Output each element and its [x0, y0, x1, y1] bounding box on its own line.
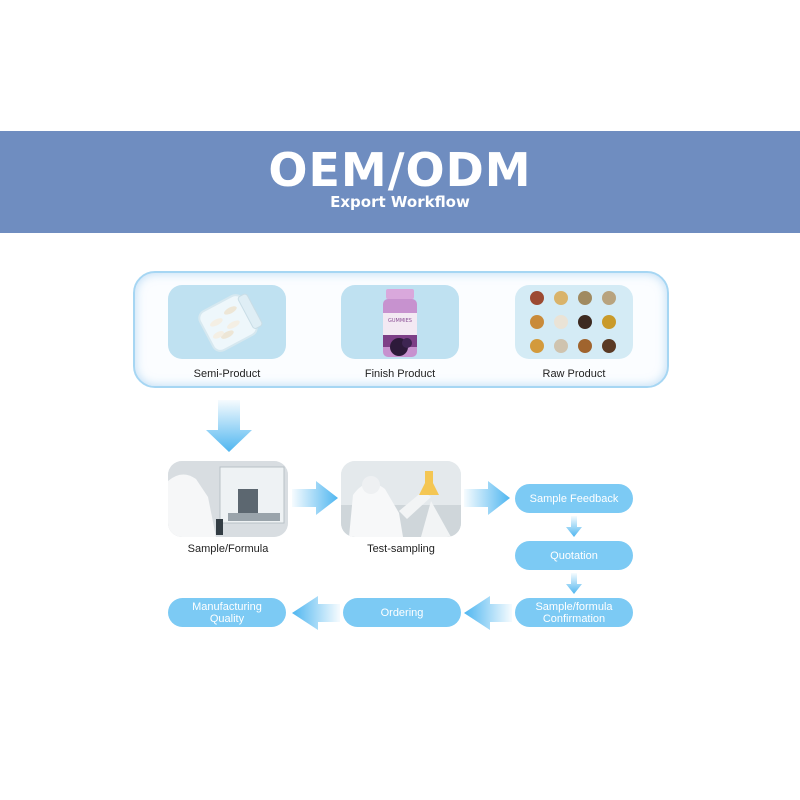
step-manufacturing-quality: Manufacturing Quality	[168, 598, 286, 627]
header-banner: OEM/ODM Export Workflow	[0, 131, 800, 233]
step-manufacturing-label-line2: Quality	[209, 612, 245, 625]
arrow-right-test-to-feedback	[464, 481, 510, 515]
arrow-down-feedback-to-quotation	[566, 516, 582, 537]
powder-bowls-icon	[530, 291, 616, 353]
step-quotation-label: Quotation	[550, 549, 598, 562]
step-confirmation-label-line2: Confirmation	[542, 612, 606, 625]
caption-sample-formula: Sample/Formula	[187, 543, 269, 555]
finish-product-thumbnail: GUMMIES	[341, 285, 459, 359]
gummy-bottle-label: GUMMIES	[388, 318, 412, 324]
arrow-left-ordering-to-manufacturing	[292, 596, 340, 630]
product-types-panel: Semi-Product GUMMIES Finish Product	[133, 271, 669, 388]
step-manufacturing-label-line1: Manufacturing	[192, 600, 262, 613]
test-sampling-photo	[341, 461, 461, 537]
caption-test-sampling: Test-sampling	[367, 543, 435, 555]
step-sample-feedback: Sample Feedback	[515, 484, 633, 513]
raw-product-thumbnail	[515, 285, 633, 359]
step-confirmation-label-line1: Sample/formula	[535, 600, 613, 613]
page-title: OEM/ODM	[268, 143, 532, 197]
sample-formula-photo	[168, 461, 288, 537]
step-quotation: Quotation	[515, 541, 633, 570]
gummy-bottle-icon: GUMMIES	[383, 289, 417, 357]
arrow-down-products-to-sample	[206, 400, 252, 452]
step-sample-feedback-label: Sample Feedback	[529, 492, 619, 505]
arrow-down-quotation-to-confirmation	[566, 573, 582, 594]
arrow-right-sample-to-test	[292, 481, 338, 515]
capsule-jar-icon	[198, 293, 263, 352]
step-sample-formula-confirmation: Sample/formula Confirmation	[515, 598, 633, 627]
caption-raw-product: Raw Product	[542, 368, 606, 380]
arrow-left-confirmation-to-ordering	[464, 596, 512, 630]
lab-scientist-icon	[341, 461, 461, 537]
step-ordering-label: Ordering	[380, 606, 424, 619]
semi-product-thumbnail	[168, 285, 286, 359]
caption-finish-product: Finish Product	[364, 368, 436, 380]
step-ordering: Ordering	[343, 598, 461, 627]
lab-balance-icon	[168, 461, 288, 537]
page-subtitle: Export Workflow	[330, 193, 470, 211]
caption-semi-product: Semi-Product	[193, 368, 261, 380]
